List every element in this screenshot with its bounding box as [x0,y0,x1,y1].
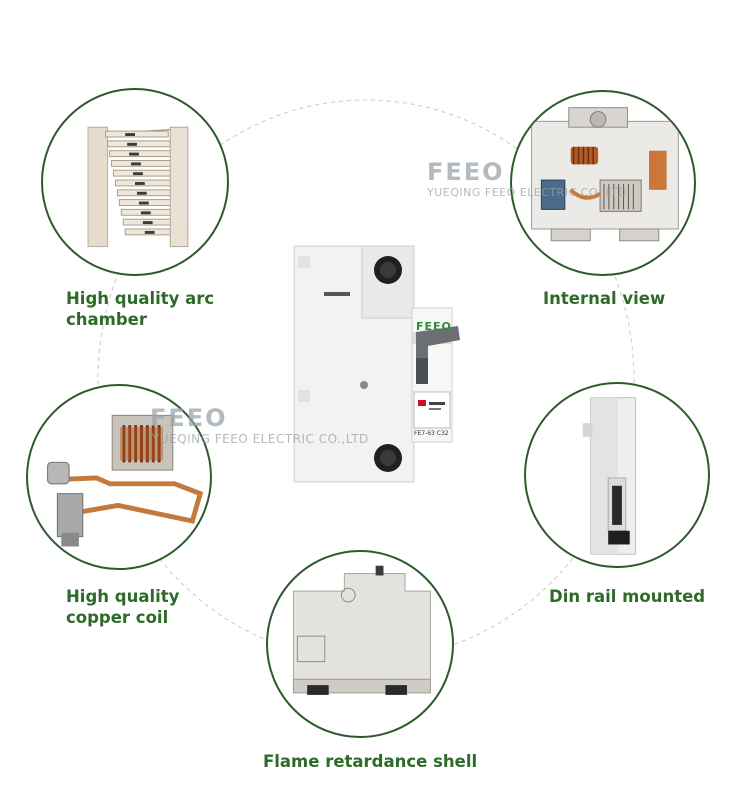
arc-chamber-label-line2: chamber [66,310,147,329]
din-rail-label-text: Din rail mounted [549,587,706,606]
arc-chamber-label: High quality arc chamber [66,288,214,330]
product-brand-text: FEEO [416,320,452,333]
flame-shell-illustration [292,565,431,695]
arc-chamber-label-line1: High quality arc [66,289,215,308]
flame-shell-label: Flame retardance shell [263,751,477,772]
watermark-company-mid: YUEQING FEEO ELECTRIC CO.,LTD [152,432,369,446]
din-rail-label: Din rail mounted [549,586,705,607]
product-model-text: FE7-63 C32 [414,430,449,437]
flame-shell-image [266,550,454,738]
arc-chamber-illustration [87,126,189,248]
din-rail-image [524,382,710,568]
internal-view-label: Internal view [543,288,665,309]
copper-coil-label-line2: copper coil [66,608,169,627]
copper-coil-image [26,384,212,570]
copper-coil-label-line1: High quality [66,587,180,606]
copper-coil-label: High quality copper coil [66,586,179,628]
internal-view-illustration [531,107,679,242]
watermark-logo-top: FEEO [427,158,505,186]
arc-chamber-image [41,88,229,276]
watermark-logo-mid: FEEO [150,404,228,432]
din-rail-illustration [582,397,637,555]
copper-coil-illustration [47,414,204,547]
circuit-breaker-product [293,245,460,483]
watermark-company-top: YUEQING FEEO ELECTRIC CO.,LTD [427,186,627,199]
internal-view-label-text: Internal view [543,289,666,308]
flame-shell-label-text: Flame retardance shell [263,752,478,771]
internal-view-image [510,90,696,276]
